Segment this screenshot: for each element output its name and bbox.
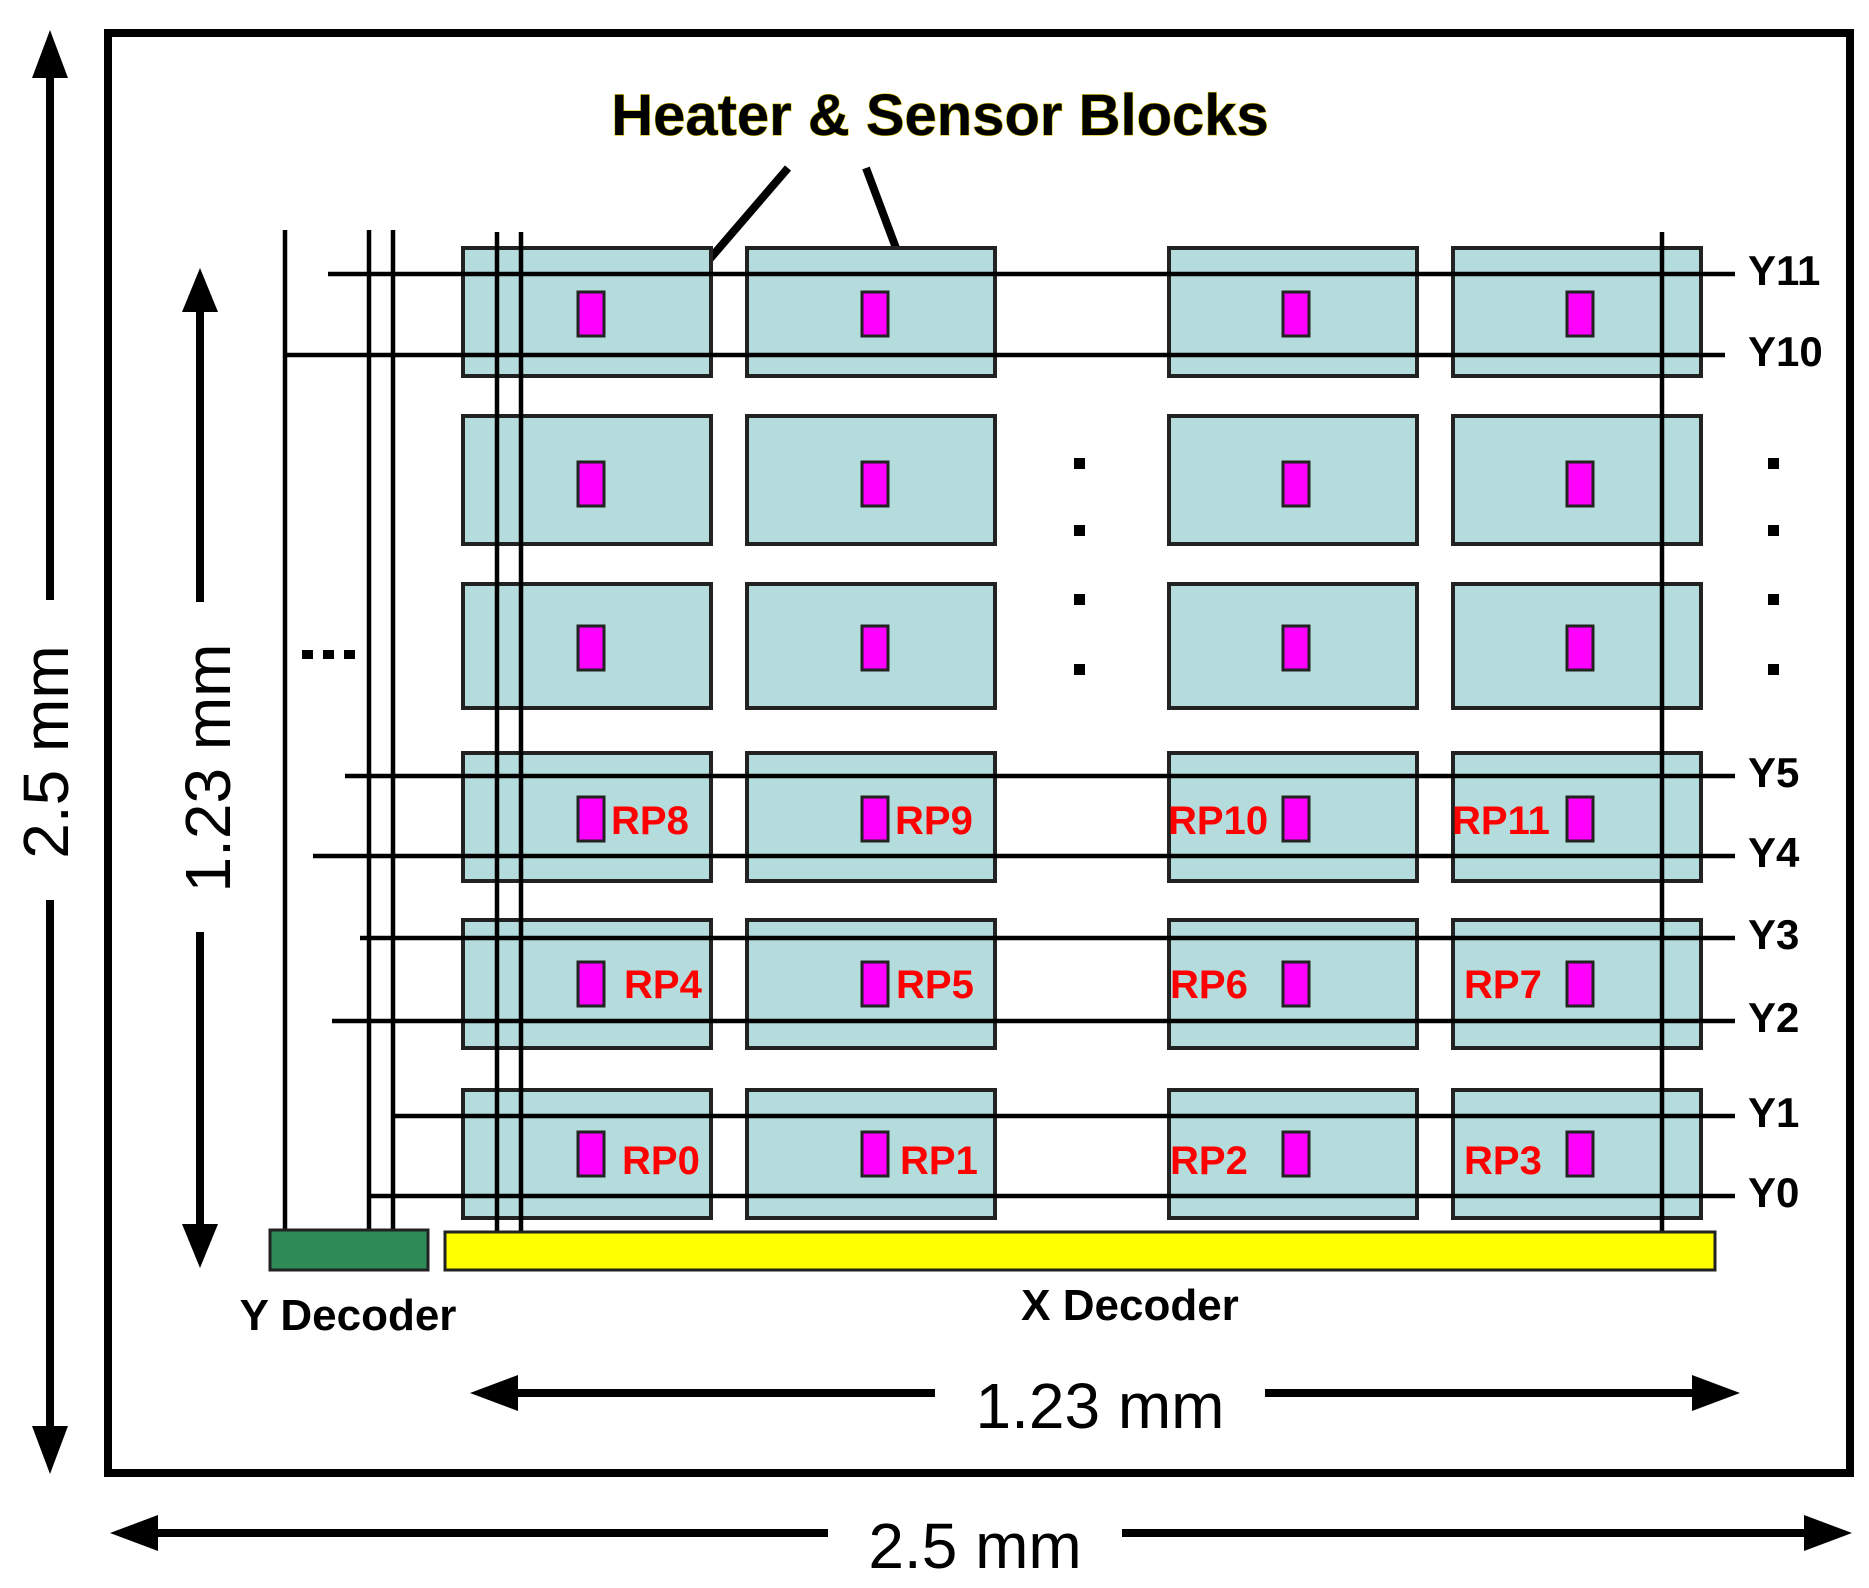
row-label-y3: Y3 bbox=[1748, 911, 1799, 958]
x-decoder-label: X Decoder bbox=[1021, 1281, 1239, 1330]
sensor-pad bbox=[860, 460, 890, 508]
rp-label: RP6 bbox=[1170, 963, 1248, 1007]
sensor-pad bbox=[1281, 460, 1311, 508]
chip-height-label: 2.5 mm bbox=[10, 645, 82, 858]
sensor-pad bbox=[1281, 1130, 1311, 1178]
chip-outline bbox=[104, 29, 1854, 1477]
row-label-y5: Y5 bbox=[1748, 749, 1799, 796]
rp-label: RP2 bbox=[1170, 1139, 1248, 1183]
x-decoder bbox=[443, 1230, 1717, 1272]
sensor-pad bbox=[1565, 1130, 1595, 1178]
rp-label: RP7 bbox=[1464, 963, 1542, 1007]
sensor-pad bbox=[1565, 624, 1595, 672]
chip-width-label: 2.5 mm bbox=[868, 1510, 1081, 1582]
row-label-y2: Y2 bbox=[1748, 994, 1799, 1041]
rp-label: RP11 bbox=[1452, 799, 1550, 843]
sensor-pad bbox=[860, 290, 890, 338]
rp-label: RP5 bbox=[896, 963, 974, 1007]
sensor-pad bbox=[576, 624, 606, 672]
sensor-pad bbox=[1281, 290, 1311, 338]
sensor-pad bbox=[576, 795, 606, 843]
row-label-y10: Y10 bbox=[1748, 328, 1823, 375]
rp-label: RP10 bbox=[1168, 799, 1268, 843]
sensor-pad bbox=[860, 960, 890, 1008]
vertical-wires bbox=[282, 230, 1665, 1236]
rp-label: RP3 bbox=[1464, 1139, 1542, 1183]
horizontal-row-lines bbox=[285, 271, 1735, 1199]
row-line-labels: Y11 Y10 Y5 Y4 Y3 Y2 Y1 Y0 bbox=[1748, 247, 1823, 1216]
sensor-pads bbox=[576, 290, 1595, 1178]
row-label-y11: Y11 bbox=[1748, 247, 1820, 294]
sensor-pad bbox=[1565, 795, 1595, 843]
sensor-pad bbox=[1281, 624, 1311, 672]
sensor-pad bbox=[1281, 795, 1311, 843]
rp-label: RP8 bbox=[611, 799, 689, 843]
ellipsis-dots bbox=[302, 458, 1779, 675]
array-height-label: 1.23 mm bbox=[172, 644, 244, 893]
sensor-pad bbox=[1565, 290, 1595, 338]
sensor-pad bbox=[576, 290, 606, 338]
row-label-y0: Y0 bbox=[1748, 1169, 1799, 1216]
heater-block-grid bbox=[461, 246, 1703, 1220]
array-width-label: 1.23 mm bbox=[976, 1370, 1225, 1442]
sensor-pad bbox=[576, 1130, 606, 1178]
array-width-dimension-arrow bbox=[470, 1375, 1740, 1411]
sensor-pad bbox=[1565, 460, 1595, 508]
sensor-pad bbox=[1565, 960, 1595, 1008]
sensor-pad bbox=[1281, 960, 1311, 1008]
sensor-pad bbox=[576, 960, 606, 1008]
sensor-pad bbox=[860, 1130, 890, 1178]
row-label-y1: Y1 bbox=[1748, 1089, 1799, 1136]
array-height-dimension-arrow bbox=[182, 268, 218, 1268]
y-decoder-label: Y Decoder bbox=[240, 1291, 457, 1340]
chip-width-dimension-arrow bbox=[110, 1515, 1852, 1551]
chip-height-dimension-arrow bbox=[32, 30, 68, 1474]
rp-label: RP4 bbox=[624, 963, 703, 1007]
rp-label: RP1 bbox=[900, 1139, 978, 1183]
sensor-pad bbox=[860, 624, 890, 672]
y-decoder bbox=[268, 1228, 430, 1272]
rp-labels: RP8 RP9 RP10 RP11 RP4 RP5 RP6 RP7 RP0 RP… bbox=[611, 799, 1550, 1183]
rp-label: RP0 bbox=[622, 1139, 700, 1183]
diagram-title: Heater & Sensor Blocks bbox=[611, 83, 1269, 148]
rp-label: RP9 bbox=[895, 799, 973, 843]
row-label-y4: Y4 bbox=[1748, 829, 1800, 876]
sensor-pad bbox=[576, 460, 606, 508]
sensor-pad bbox=[860, 795, 890, 843]
